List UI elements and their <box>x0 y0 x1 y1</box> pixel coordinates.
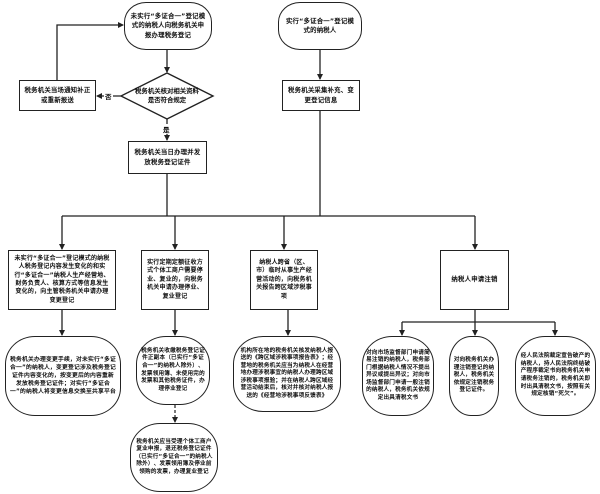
node-text: 未实行“多证合一”登记模式的纳税人向税务机关申报办理税务登记 <box>130 12 206 39</box>
node-text: 税务机关收缴税务登记证件正副本（已实行“多证合一”的纳税人除外）、发票领用簿、未… <box>141 347 205 392</box>
node-text: 税务机关当日办理并发放税务登记证件 <box>134 148 201 166</box>
node-text: 机构所在地的税务机关核发纳税人报送的《跨区域涉税事项报告表》；经营地的税务机关应… <box>240 347 334 399</box>
node-dereg-market-dept: 对向市场监督部门申请简易注销的纳税人，税务部门根据纳税人情况不提出异议或提出异议… <box>362 336 434 416</box>
node-deregistration: 纳税人申请注销 <box>440 250 509 310</box>
node-text: 纳税人申请注销 <box>451 275 498 284</box>
node-dereg-tax-dept: 对向税务机关办理注销登记的纳税人，税务机关依规定注销税务登记证件。 <box>449 336 499 416</box>
edge-label-no: 否 <box>104 91 113 101</box>
node-text: 实行定期定额征收方式个体工商户需要停业、复业的，向税务机关申请办理停业、复业登记 <box>147 259 203 300</box>
node-text: 经人民法院裁定宣告破产的纳税人，持人民法院终结破产程序裁定书向税务机关申请税务注… <box>520 353 591 398</box>
node-text: 税务机关应当受理个体工商户复业申报，退还税务登记证件（已实行“多证合一”的纳税人… <box>135 438 213 475</box>
node-check-materials: 税务机关核对相关资料是否符合规定 <box>134 84 200 108</box>
node-text: 税务机关采集补充、变更登记信息 <box>288 86 354 104</box>
node-change-registration: 未实行“多证合一”登记模式的纳税人税务登记内容发生变化的和实行“多证合一”纳税人… <box>8 250 116 310</box>
node-text: 税务机关核对相关资料是否符合规定 <box>135 86 199 104</box>
node-cross-region-result: 机构所在地的税务机关核发纳税人报送的《跨区域涉税事项报告表》；经营地的税务机关应… <box>233 336 341 412</box>
node-suspend-business: 实行定期定额征收方式个体工商户需要停业、复业的，向税务机关申请办理停业、复业登记 <box>141 250 209 310</box>
node-text: 税务机关办理变更手续，对未实行“多证合一”的纳税人，变更登记涉及税务登记证件内容… <box>10 356 116 396</box>
node-issue-certificate: 税务机关当日办理并发放税务登记证件 <box>128 141 207 174</box>
node-text: 税务机关当场通知补正或重新报送 <box>24 86 91 104</box>
node-text: 实行“多证合一”登记模式的纳税人 <box>285 16 355 34</box>
node-dereg-bankruptcy: 经人民法院裁定宣告破产的纳税人，持人民法院终结破产程序裁定书向税务机关申请税务注… <box>515 336 596 416</box>
node-notify-correct: 税务机关当场通知补正或重新报送 <box>19 80 96 111</box>
node-text: 未实行“多证合一”登记模式的纳税人税务登记内容发生变化的和实行“多证合一”纳税人… <box>14 254 110 304</box>
node-cross-region: 纳税人跨省（区、市）临时从事生产经营活动的，向税务机关报告跨区域涉税事项 <box>250 250 318 310</box>
node-change-result: 税务机关办理变更手续，对未实行“多证合一”的纳税人，变更登记涉及税务登记证件内容… <box>5 336 121 416</box>
node-start-multi: 实行“多证合一”登记模式的纳税人 <box>278 2 362 50</box>
node-suspend-result: 税务机关收缴税务登记证件正副本（已实行“多证合一”的纳税人除外）、发票领用簿、未… <box>136 336 210 405</box>
node-text: 对向市场监督部门申请简易注销的纳税人，税务部门根据纳税人情况不提出异议或提出异议… <box>366 349 430 401</box>
node-collect-info: 税务机关采集补充、变更登记信息 <box>282 80 360 111</box>
edge-notify-to-start <box>56 22 124 80</box>
edge-label-yes: 是 <box>162 124 171 134</box>
node-text: 纳税人跨省（区、市）临时从事生产经营活动的，向税务机关报告跨区域涉税事项 <box>256 259 312 300</box>
node-text: 对向税务机关办理注销登记的纳税人，税务机关依规定注销税务登记证件。 <box>453 357 495 394</box>
decision-diamond <box>119 72 215 120</box>
node-resume-result: 税务机关应当受理个体工商户复业申报，退还税务登记证件（已实行“多证合一”的纳税人… <box>130 423 218 492</box>
node-start-not-multi: 未实行“多证合一”登记模式的纳税人向税务机关申报办理税务登记 <box>124 2 212 50</box>
